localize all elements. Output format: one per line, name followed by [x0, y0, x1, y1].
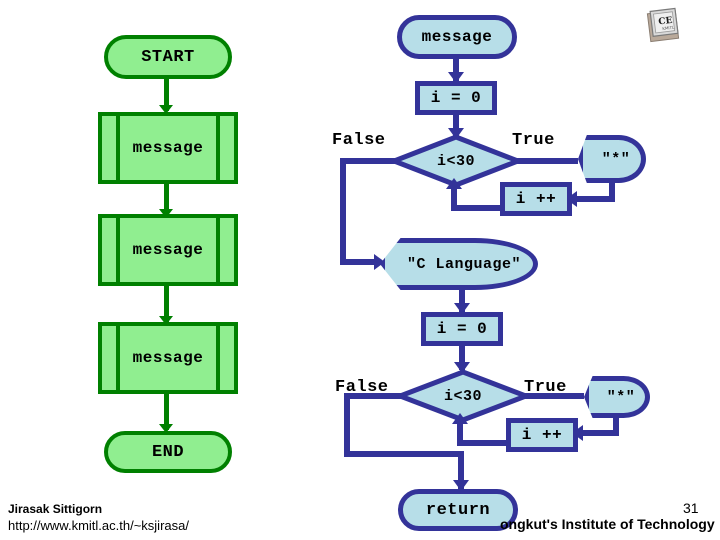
connector-cond2-false-down-to-return [458, 451, 464, 489]
connector-incr1-loopback-vertical [451, 186, 457, 211]
node-condition-2-label: i<30 [443, 387, 482, 405]
node-init-2-label: i = 0 [436, 320, 488, 338]
arrow-init2-to-cond2 [454, 362, 470, 373]
connector-star1-to-incr1 [572, 196, 615, 202]
node-print-c-language-label: "C Language" [406, 255, 522, 273]
connector-incr1-loopback-horizontal [451, 205, 505, 211]
connector-star2-down [613, 414, 619, 436]
node-print-star-2-label: "*" [606, 388, 636, 406]
connector-cond1-true-horizontal [516, 158, 578, 164]
arrow-message2-to-message3 [159, 316, 173, 325]
branch-label-false-1: False [332, 131, 386, 150]
footer-page-number: 31 [683, 500, 699, 516]
connector-cond2-true-horizontal [524, 393, 584, 399]
node-message-1-label: message [132, 139, 204, 157]
node-increment-1-label: i ++ [515, 190, 557, 208]
connector-cond1-false-horizontal [340, 158, 395, 164]
arrow-clang-to-init2 [454, 303, 470, 314]
svg-text:CE: CE [658, 16, 673, 28]
node-init-1-label: i = 0 [430, 89, 482, 107]
node-condition-1-label: i<30 [436, 152, 475, 170]
connector-cond2-false-vertical [344, 393, 350, 457]
node-message-3[interactable]: message [98, 322, 238, 394]
arrow-cond2-false-to-return [453, 480, 469, 491]
node-increment-1[interactable]: i ++ [500, 182, 572, 216]
node-increment-2[interactable]: i ++ [506, 418, 578, 452]
connector-init1-to-cond1 [453, 115, 459, 137]
node-message-2[interactable]: message [98, 214, 238, 286]
connector-cond2-false-horizontal-2 [344, 451, 464, 457]
connector-cond1-false-into-clang [340, 259, 380, 265]
node-message-3-label: message [132, 349, 204, 367]
svg-text:KMITL: KMITL [662, 25, 675, 32]
node-print-c-language[interactable]: "C Language" [380, 238, 538, 290]
connector-cond1-false-vertical [340, 158, 346, 265]
node-end[interactable]: END [104, 431, 232, 473]
connector-incr2-loopback-vertical [457, 421, 463, 446]
connector-message1-to-message2 [164, 184, 169, 214]
connector-message2-to-message3 [164, 286, 169, 322]
connector-init2-to-cond2 [459, 346, 465, 370]
connector-start-to-message1 [164, 79, 169, 111]
chip-icon: CE KMITL [646, 7, 680, 43]
node-print-star-2[interactable]: "*" [584, 376, 650, 418]
node-start-label: START [141, 47, 195, 67]
node-message-1[interactable]: message [98, 112, 238, 184]
node-start[interactable]: START [104, 35, 232, 79]
footer-institute: ongkut's Institute of Technology [500, 516, 715, 532]
ce-chip-logo: CE KMITL [643, 6, 683, 46]
arrow-init1-to-cond1 [448, 128, 464, 139]
arrow-message3-to-end [159, 424, 173, 433]
footer-url[interactable]: http://www.kmitl.ac.th/~ksjirasa/ [8, 518, 189, 533]
footer-author: Jirasak Sittigorn [8, 502, 103, 516]
node-message-2-label: message [132, 241, 204, 259]
arrow-message1-to-message2 [159, 209, 173, 218]
connector-cond2-false-horizontal [344, 393, 402, 399]
node-return[interactable]: return [398, 489, 518, 531]
connector-star1-down [609, 180, 615, 202]
arrow-cond1-false-to-clang [374, 254, 385, 270]
node-init-2[interactable]: i = 0 [421, 312, 503, 346]
node-print-star-1-label: "*" [601, 150, 631, 168]
node-end-label: END [151, 442, 185, 462]
node-init-1[interactable]: i = 0 [415, 81, 497, 115]
branch-label-false-2: False [335, 378, 389, 397]
node-print-star-1[interactable]: "*" [578, 135, 646, 183]
connector-star2-to-incr2 [578, 430, 619, 436]
node-return-label: return [425, 500, 491, 520]
arrow-start-to-message1 [159, 105, 173, 114]
connector-clang-to-init2 [459, 288, 465, 312]
arrow-incr1-loopback [446, 178, 462, 189]
node-increment-2-label: i ++ [521, 426, 563, 444]
connector-message3-to-end [164, 394, 169, 430]
node-condition-1[interactable]: i<30 [392, 135, 520, 187]
connector-entry-to-init1 [453, 59, 459, 81]
arrow-incr2-loopback [452, 413, 468, 424]
arrow-entry-to-init1 [448, 72, 464, 83]
node-message-entry[interactable]: message [397, 15, 517, 59]
branch-label-true-2: True [524, 378, 567, 397]
branch-label-true-1: True [512, 131, 555, 150]
connector-incr2-loopback-horizontal [457, 440, 511, 446]
node-message-entry-label: message [421, 28, 493, 46]
